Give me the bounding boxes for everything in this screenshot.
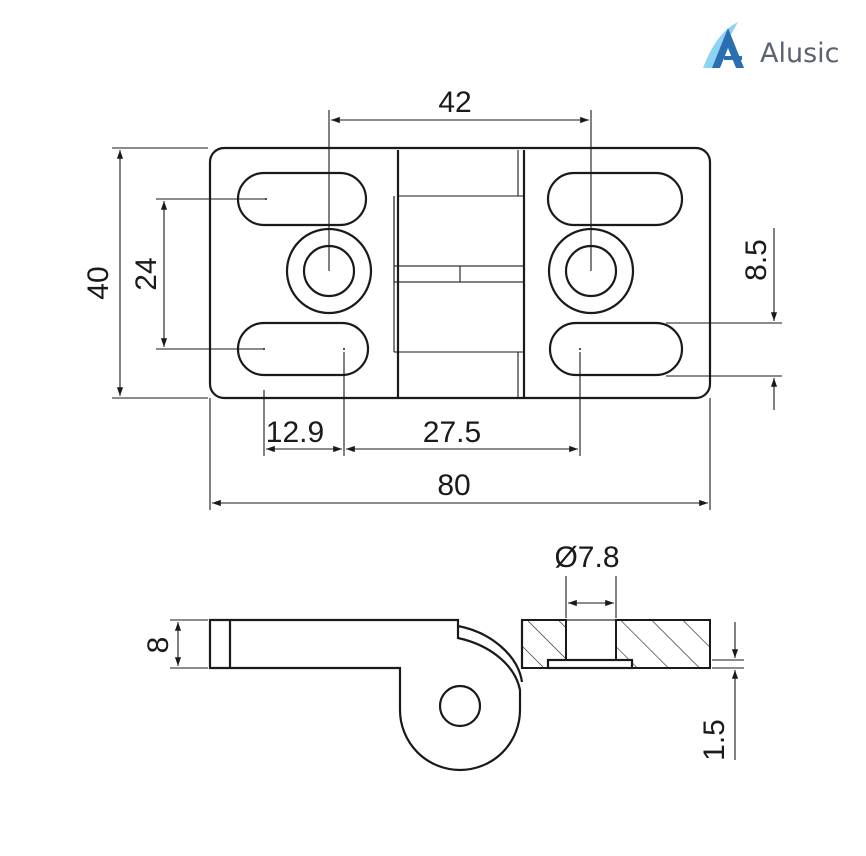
dimension-label: 42 [438, 86, 471, 119]
dimension-total-height: 40 [82, 147, 208, 399]
dimension-bore-diameter: Ø7.8 [554, 541, 620, 618]
brand-name: Alusic [760, 38, 840, 69]
dimension-slot-spacing: 24 [130, 198, 266, 350]
brand-logo: Alusic [703, 22, 840, 69]
hinge-leaf-section [520, 619, 711, 670]
hinge-knuckle [393, 150, 526, 397]
dimension-label: 80 [437, 469, 470, 502]
dimension-label: 40 [82, 266, 115, 299]
dimension-label: 27.5 [423, 416, 481, 449]
pivot-hole [438, 684, 482, 728]
dimension-label: 24 [130, 257, 163, 290]
dimension-label: 1.5 [698, 719, 731, 761]
dimension-thickness: 8 [142, 619, 208, 669]
hinge-leaf-side [208, 618, 522, 772]
dimension-label: 8.5 [740, 239, 773, 281]
side-section-view [208, 618, 711, 772]
slot-top-right [546, 171, 684, 227]
dimension-recess-depth: 1.5 [698, 622, 744, 761]
dimension-label: Ø7.8 [554, 541, 619, 574]
dimension-label: 12.9 [266, 416, 324, 449]
slot-bottom-right [548, 321, 684, 377]
dimension-label: 8 [142, 637, 175, 654]
dimension-hole-spacing: 42 [328, 86, 592, 271]
top-view [208, 146, 712, 400]
dimension-total-width: 80 [209, 398, 711, 510]
dimension-slot-pitch: 12.9 27.5 [263, 352, 581, 456]
dimension-slot-offset: 8.5 [666, 228, 782, 410]
